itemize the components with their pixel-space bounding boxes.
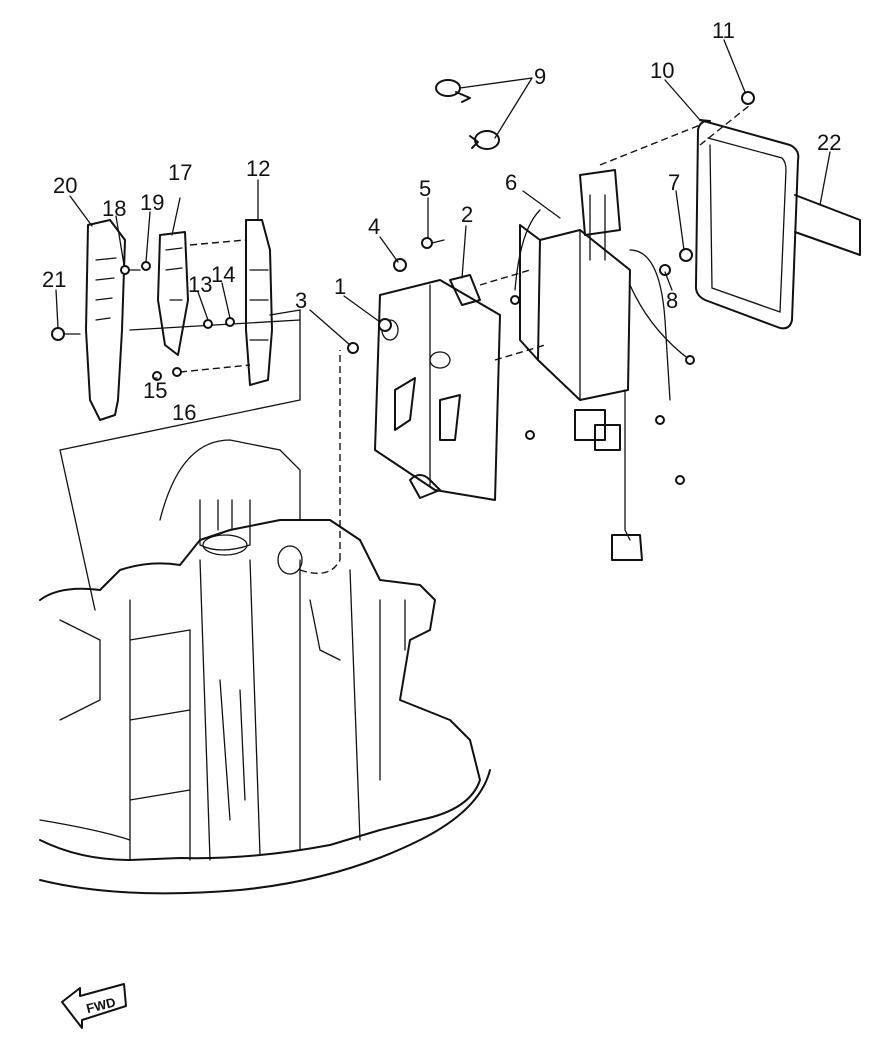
callout-2: 2 bbox=[461, 202, 473, 227]
washer-14 bbox=[225, 317, 235, 327]
bolt-21 bbox=[51, 327, 65, 341]
band-clamps-9 bbox=[435, 79, 500, 150]
screw-3 bbox=[347, 342, 359, 354]
relay-2 bbox=[449, 274, 481, 306]
callout-4: 4 bbox=[368, 214, 380, 239]
mounting-bracket-assembly bbox=[51, 219, 301, 611]
callout-10: 10 bbox=[650, 58, 674, 83]
callout-9: 9 bbox=[534, 64, 546, 89]
rectifier-17 bbox=[157, 231, 189, 356]
callout-8: 8 bbox=[666, 288, 678, 313]
callout-18: 18 bbox=[102, 196, 126, 221]
callout-6: 6 bbox=[505, 170, 517, 195]
coupler-6 bbox=[611, 534, 643, 561]
arrow-left-icon bbox=[61, 983, 127, 1029]
sticker-22 bbox=[794, 194, 861, 256]
leader-line bbox=[299, 559, 341, 574]
side-cover-20 bbox=[85, 219, 126, 421]
bolt-5 bbox=[421, 237, 433, 249]
callout-3: 3 bbox=[295, 288, 307, 313]
screw-11 bbox=[741, 91, 755, 105]
callout-21: 21 bbox=[42, 267, 66, 292]
callout-labels: 1 2 3 4 5 6 7 8 9 10 11 12 13 14 15 16 1… bbox=[42, 18, 841, 425]
spring-16 bbox=[172, 367, 182, 377]
callout-7: 7 bbox=[668, 170, 680, 195]
bolt-1 bbox=[378, 318, 392, 332]
callout-16: 16 bbox=[172, 400, 196, 425]
callout-5: 5 bbox=[419, 176, 431, 201]
bolt-13 bbox=[203, 319, 213, 329]
washer-8 bbox=[659, 264, 671, 276]
washer-19 bbox=[141, 261, 151, 271]
callout-14: 14 bbox=[211, 262, 235, 287]
callout-22: 22 bbox=[817, 130, 841, 155]
callout-11: 11 bbox=[712, 18, 735, 43]
callout-17: 17 bbox=[168, 160, 192, 185]
callout-13: 13 bbox=[188, 272, 212, 297]
cover-10 bbox=[694, 119, 800, 330]
engine-block bbox=[39, 439, 491, 895]
nut-4 bbox=[393, 258, 407, 272]
bracket-12 bbox=[245, 219, 273, 386]
fwd-label: FWD bbox=[85, 994, 117, 1016]
cdi-unit-6 bbox=[510, 169, 695, 561]
bolt-7 bbox=[679, 248, 693, 262]
callout-19: 19 bbox=[140, 190, 164, 215]
screw-18 bbox=[120, 265, 130, 275]
cover-assembly bbox=[599, 91, 861, 330]
forward-direction-indicator: FWD bbox=[61, 983, 127, 1029]
base-plate-assembly bbox=[347, 237, 546, 501]
callout-15: 15 bbox=[143, 378, 167, 403]
callout-1: 1 bbox=[334, 274, 346, 299]
callout-20: 20 bbox=[53, 173, 77, 198]
base-plate bbox=[374, 279, 501, 501]
callout-12: 12 bbox=[246, 156, 270, 181]
callout-leaders bbox=[55, 39, 831, 379]
